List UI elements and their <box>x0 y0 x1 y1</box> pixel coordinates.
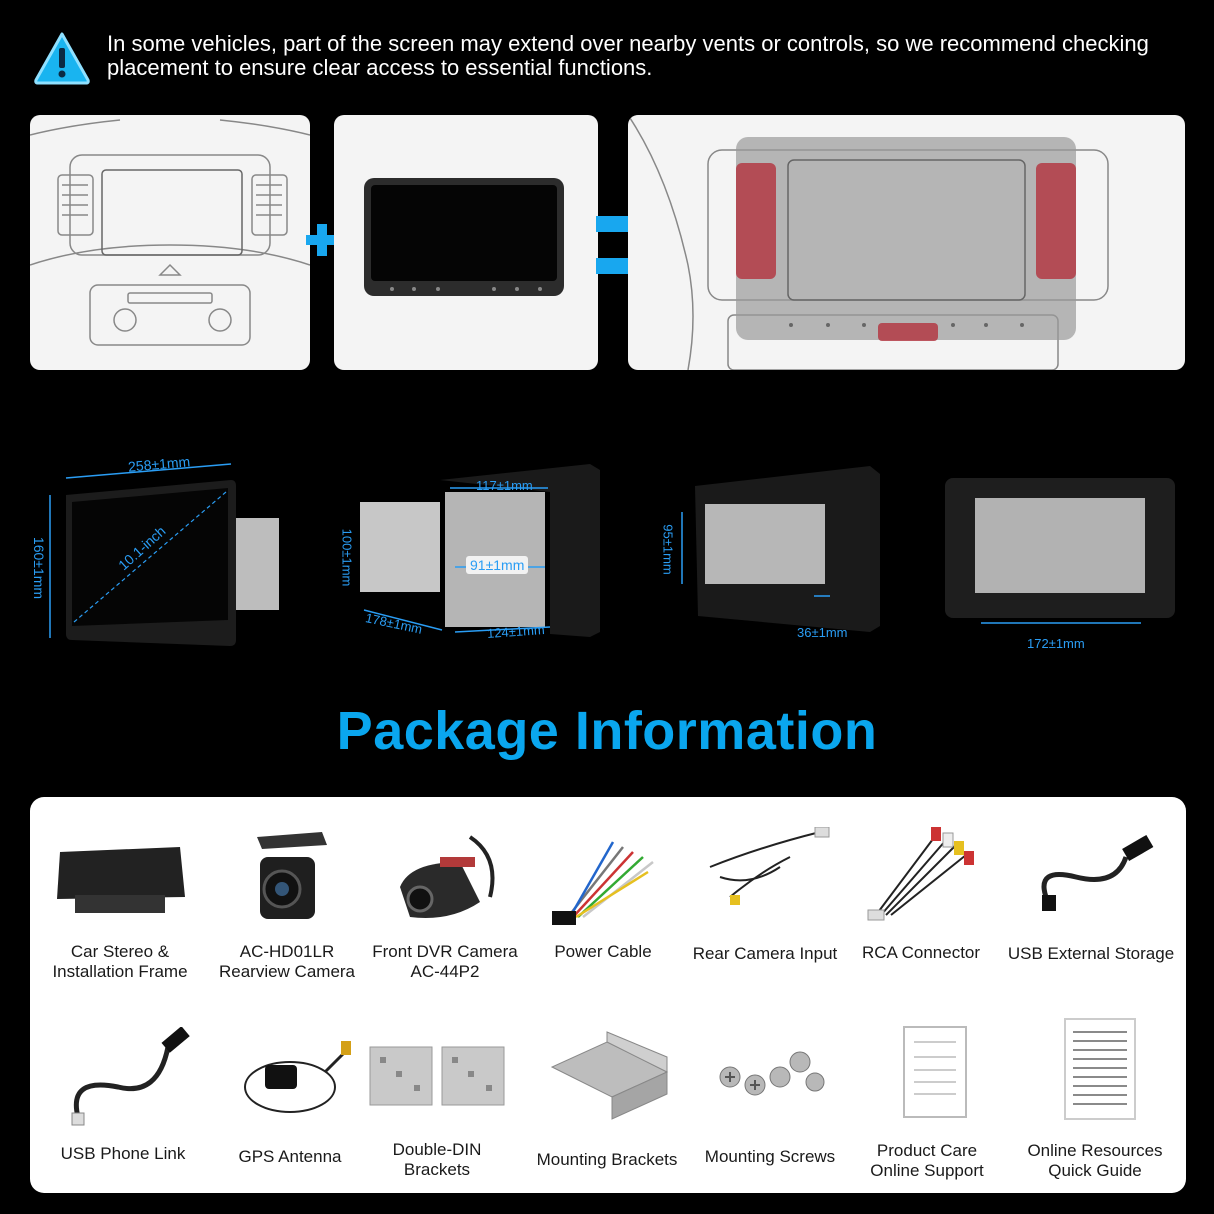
package-item-label: Mounting Screws <box>704 1147 836 1166</box>
car-stereo-icon <box>57 847 185 913</box>
package-item-label: Double-DIN Brackets <box>392 1140 482 1179</box>
package-item-label: Car Stereo & Installation Frame <box>52 942 188 981</box>
usb-cable-icon <box>1041 834 1154 911</box>
dvr-camera-icon <box>400 835 495 918</box>
package-item-gps-antenna: GPS Antenna <box>205 1027 375 1166</box>
package-item-rearview-camera: AC-HD01LR Rearview Camera <box>202 827 372 981</box>
package-item-label: GPS Antenna <box>238 1147 342 1166</box>
package-item-car-stereo: Car Stereo & Installation Frame <box>35 827 205 981</box>
package-item-label: RCA Connector <box>861 943 981 962</box>
quick-guide-icon <box>1064 1018 1136 1120</box>
rearview-camera-icon <box>257 832 327 919</box>
package-item-product-care: Product Care Online Support <box>842 1022 1012 1180</box>
plus-icon <box>304 222 340 258</box>
package-item-label: Front DVR Camera AC-44P2 <box>372 942 518 981</box>
height-dimension-label: 160±1mm <box>31 536 48 600</box>
rca-connector-icon <box>867 827 974 921</box>
double-din-bracket-icon <box>369 1046 505 1106</box>
package-item-label: Power Cable <box>554 942 652 961</box>
package-item-label: USB External Storage <box>1007 944 1175 963</box>
gps-antenna-icon <box>244 1041 351 1113</box>
stereo-unit-illustration <box>334 115 598 370</box>
frame-width-label: 117±1mm <box>476 478 533 493</box>
package-item-quick-guide: Online Resources Quick Guide <box>1010 1017 1180 1180</box>
warning-text: In some vehicles, part of the screen may… <box>107 31 1149 80</box>
rear-camera-cable-icon <box>709 827 830 905</box>
body-depth-label: 36±1mm <box>797 625 848 640</box>
body-view-drawing <box>681 466 880 632</box>
package-item-mounting-screws: Mounting Screws <box>685 1027 855 1166</box>
package-item-rca-connector: RCA Connector <box>836 815 1006 962</box>
package-item-label: Rear Camera Input <box>692 944 838 963</box>
support-card-icon <box>903 1026 967 1118</box>
warning-triangle-icon <box>34 32 90 85</box>
placement-warning: In some vehicles, part of the screen may… <box>32 28 1192 88</box>
front-view-drawing <box>49 463 279 646</box>
package-item-label: AC-HD01LR Rearview Camera <box>218 942 356 981</box>
dashboard-illustration <box>30 115 310 370</box>
power-cable-icon <box>552 841 654 925</box>
package-item-mounting-brackets: Mounting Brackets <box>522 1027 692 1169</box>
package-item-usb-phone-link: USB Phone Link <box>38 1027 208 1163</box>
package-item-double-din-brackets: Double-DIN Brackets <box>352 1027 522 1179</box>
package-item-label: Mounting Brackets <box>536 1150 678 1169</box>
package-item-dvr-camera: Front DVR Camera AC-44P2 <box>360 827 530 981</box>
package-title: Package Information <box>336 701 878 761</box>
back-view-drawing <box>945 478 1175 624</box>
screws-icon <box>719 1051 825 1096</box>
package-contents-panel: Car Stereo & Installation Frame AC-HD01L… <box>30 797 1186 1193</box>
installed-overlay-illustration <box>628 115 1185 370</box>
package-item-label: Online Resources Quick Guide <box>1027 1141 1163 1180</box>
usb-phone-cable-icon <box>71 1027 190 1126</box>
package-item-label: Product Care Online Support <box>870 1141 984 1180</box>
frame-height-label: 100±1mm <box>339 528 355 587</box>
frame-inner-label: 91±1mm <box>466 556 529 574</box>
package-item-rear-camera-input: Rear Camera Input <box>680 827 850 963</box>
mounting-bracket-icon <box>550 1031 669 1120</box>
package-item-power-cable: Power Cable <box>518 827 688 961</box>
package-item-label: USB Phone Link <box>60 1144 186 1163</box>
body-height-label: 95±1mm <box>660 524 676 575</box>
package-item-usb-storage: USB External Storage <box>1006 827 1176 963</box>
back-width-label: 172±1mm <box>1027 636 1085 651</box>
